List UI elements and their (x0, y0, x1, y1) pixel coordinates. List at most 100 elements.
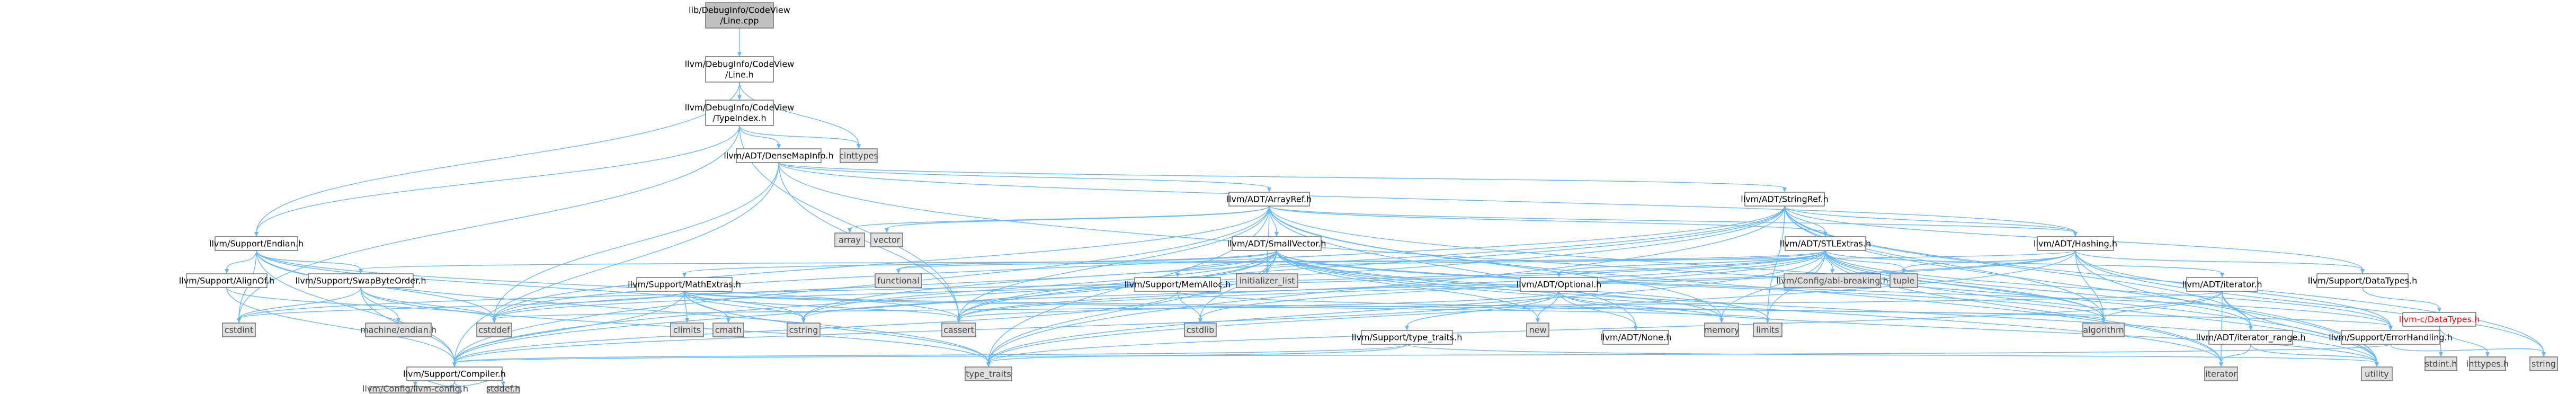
node-datatypes_support[interactable]: llvm/Support/DataTypes.h (2308, 273, 2418, 288)
edge-arrowhead-iterator_h-to-cstddef (492, 318, 496, 323)
edge-arrowhead-iterator_range-to-utility (2375, 362, 2379, 367)
node-arrayref[interactable]: llvm/ADT/ArrayRef.h (1227, 192, 1312, 207)
node-iterator_h[interactable]: llvm/ADT/iterator.h (2182, 277, 2262, 292)
edge-arrowhead-mathextras-to-cmath (726, 318, 730, 323)
node-label-line_h-1: /Line.h (725, 70, 754, 80)
edge-arrayref-to-iterator (1269, 205, 2222, 363)
node-box-algorithm (2082, 323, 2125, 337)
node-box-climits (670, 323, 704, 337)
node-label-machineendian-0: machine/endian.h (360, 325, 436, 335)
node-optional[interactable]: llvm/ADT/Optional.h (1517, 277, 1602, 292)
node-root[interactable]: lib/DebugInfo/CodeView/Line.cpp (689, 2, 790, 29)
edge-arrayref-to-type_traits (988, 205, 1270, 363)
edge-densemapinfo-to-utility (778, 162, 2377, 363)
node-climits: climits (670, 323, 704, 337)
edge-line_h-to-endian (256, 82, 740, 233)
node-typetraits_support[interactable]: llvm/Support/type_traits.h (1352, 330, 1463, 345)
node-densemapinfo[interactable]: llvm/ADT/DenseMapInfo.h (724, 148, 834, 163)
edge-endian-to-aligndot (226, 250, 257, 270)
edge-arrowhead-llvmc_datatypes-to-stdint (2439, 352, 2443, 357)
node-typeindex_h[interactable]: llvm/DebugInfo/CodeView/TypeIndex.h (685, 100, 795, 126)
edge-arrowhead-mathextras-to-cstring (801, 318, 806, 323)
node-llvmc_datatypes[interactable]: llvm-c/DataTypes.h (2399, 312, 2480, 327)
edge-arrowhead-typeindex_h-to-cinttypes (857, 144, 861, 149)
node-label-stddef-0: stddef.h (486, 384, 520, 394)
node-box-cstdlib (1184, 323, 1217, 337)
edge-arrowhead-optional-to-memory (1719, 318, 1724, 323)
edge-endian-to-swapbyteorder (256, 250, 361, 270)
node-label-typeindex_h-0: llvm/DebugInfo/CodeView (685, 103, 795, 113)
node-box-line_h (705, 56, 774, 83)
edge-stringref-to-type_traits (988, 205, 1785, 363)
edge-aligndot-to-cstddef (226, 287, 495, 319)
node-label-configabi-0: llvm/Config/abi-breaking.h (1776, 276, 1888, 286)
node-cstdint: cstdint (222, 323, 256, 337)
node-cassert: cassert (941, 323, 976, 337)
node-none[interactable]: llvm/ADT/None.h (1600, 330, 1672, 345)
edge-stringref-to-cstring (803, 205, 1785, 319)
node-array: array (834, 232, 865, 247)
edge-arrowhead-line_h-to-typeindex_h (737, 95, 742, 100)
node-label-line_h-0: llvm/DebugInfo/CodeView (685, 59, 795, 69)
edge-arrowhead-llvmc_datatypes-to-inttypes (2485, 352, 2490, 357)
edge-arrowhead-mathextras-to-cstdint (237, 318, 241, 323)
edge-arrowhead-iterator_h-to-algorithm (2101, 318, 2106, 323)
node-vector: vector (870, 232, 903, 247)
edge-optional-to-compiler (454, 291, 1559, 363)
edge-arrowhead-mathextras-to-limits (1766, 318, 1770, 323)
node-swapbyteorder[interactable]: llvm/Support/SwapByteOrder.h (296, 273, 426, 288)
node-label-memory-0: memory (1704, 325, 1740, 335)
node-stlextras[interactable]: llvm/ADT/STLExtras.h (1780, 236, 1871, 251)
edge-arrayref-to-cstddef (494, 205, 1270, 319)
edge-smallvector-to-iterator (1276, 250, 2222, 363)
node-label-endian-0: llvm/Support/Endian.h (209, 239, 304, 249)
node-memory: memory (1704, 323, 1740, 337)
edge-arrowhead-root-to-line_h (737, 52, 742, 57)
edge-memalloc-to-cstdlib (1177, 291, 1201, 319)
edge-arrowhead-arrayref-to-array (848, 228, 852, 233)
edge-smallvector-to-functional (898, 250, 1277, 270)
node-label-typeindex_h-1: /TypeIndex.h (712, 113, 766, 123)
edge-iterator_h-to-iterator (2221, 291, 2223, 363)
node-label-iterator-0: iterator (2205, 369, 2237, 379)
node-label-new-0: new (1529, 325, 1546, 335)
edge-mathextras-to-cstring (684, 291, 804, 319)
edge-optional-to-memory (1558, 291, 1722, 319)
node-label-stringref-0: llvm/ADT/StringRef.h (1741, 194, 1828, 204)
node-label-llvmc_datatypes-0: llvm-c/DataTypes.h (2399, 315, 2480, 325)
edge-hashing-to-string (2075, 250, 2544, 353)
node-endian[interactable]: llvm/Support/Endian.h (209, 236, 304, 251)
node-mathextras[interactable]: llvm/Support/MathExtras.h (628, 277, 741, 292)
node-label-cmath-0: cmath (715, 325, 742, 335)
node-stdint: stdint.h (2425, 356, 2457, 371)
node-box-cmath (712, 323, 744, 337)
node-box-memory (1704, 323, 1739, 337)
edge-memalloc-to-errorhandling (1177, 291, 2391, 327)
node-hashing[interactable]: llvm/ADT/Hashing.h (2034, 236, 2117, 251)
edge-arrowhead-typeindex_h-to-endian (254, 232, 259, 237)
node-box-vector (870, 232, 903, 247)
node-memalloc[interactable]: llvm/Support/MemAlloc.h (1125, 277, 1231, 292)
edge-datatypes_support-to-llvmc_datatypes (2362, 287, 2440, 309)
node-iterator_range[interactable]: llvm/ADT/iterator_range.h (2196, 330, 2306, 345)
node-smallvector[interactable]: llvm/ADT/SmallVector.h (1227, 236, 1326, 251)
node-aligndot[interactable]: llvm/Support/AlignOf.h (179, 273, 274, 288)
edge-arrowhead-optional-to-new (1536, 318, 1540, 323)
node-type_traits: type_traits (965, 366, 1012, 381)
edge-arrowhead-densemapinfo-to-arrayref (1267, 187, 1271, 192)
edge-arrowhead-iterator_range-to-iterator (2219, 362, 2223, 367)
node-label-type_traits-0: type_traits (966, 369, 1011, 380)
edge-arrowhead-stringref-to-hashing (2073, 232, 2078, 237)
edge-hashing-to-swapbyteorder (360, 250, 2076, 270)
node-compiler[interactable]: llvm/Support/Compiler.h (403, 366, 506, 381)
edge-smallvector-to-memory (1276, 250, 1722, 319)
node-stringref[interactable]: llvm/ADT/StringRef.h (1741, 192, 1829, 207)
edge-arrowhead-optional-to-typetraits_support (1405, 326, 1409, 330)
node-box-mathextras (636, 277, 733, 292)
edge-optional-to-new (1537, 291, 1559, 319)
node-errorhandling[interactable]: llvm/Support/ErrorHandling.h (2329, 330, 2453, 345)
edge-arrowhead-hashing-to-datatypes_support (2360, 269, 2365, 274)
node-utility: utility (2361, 366, 2393, 381)
edge-hashing-to-cstring (803, 250, 2076, 319)
node-line_h[interactable]: llvm/DebugInfo/CodeView/Line.h (685, 56, 795, 83)
